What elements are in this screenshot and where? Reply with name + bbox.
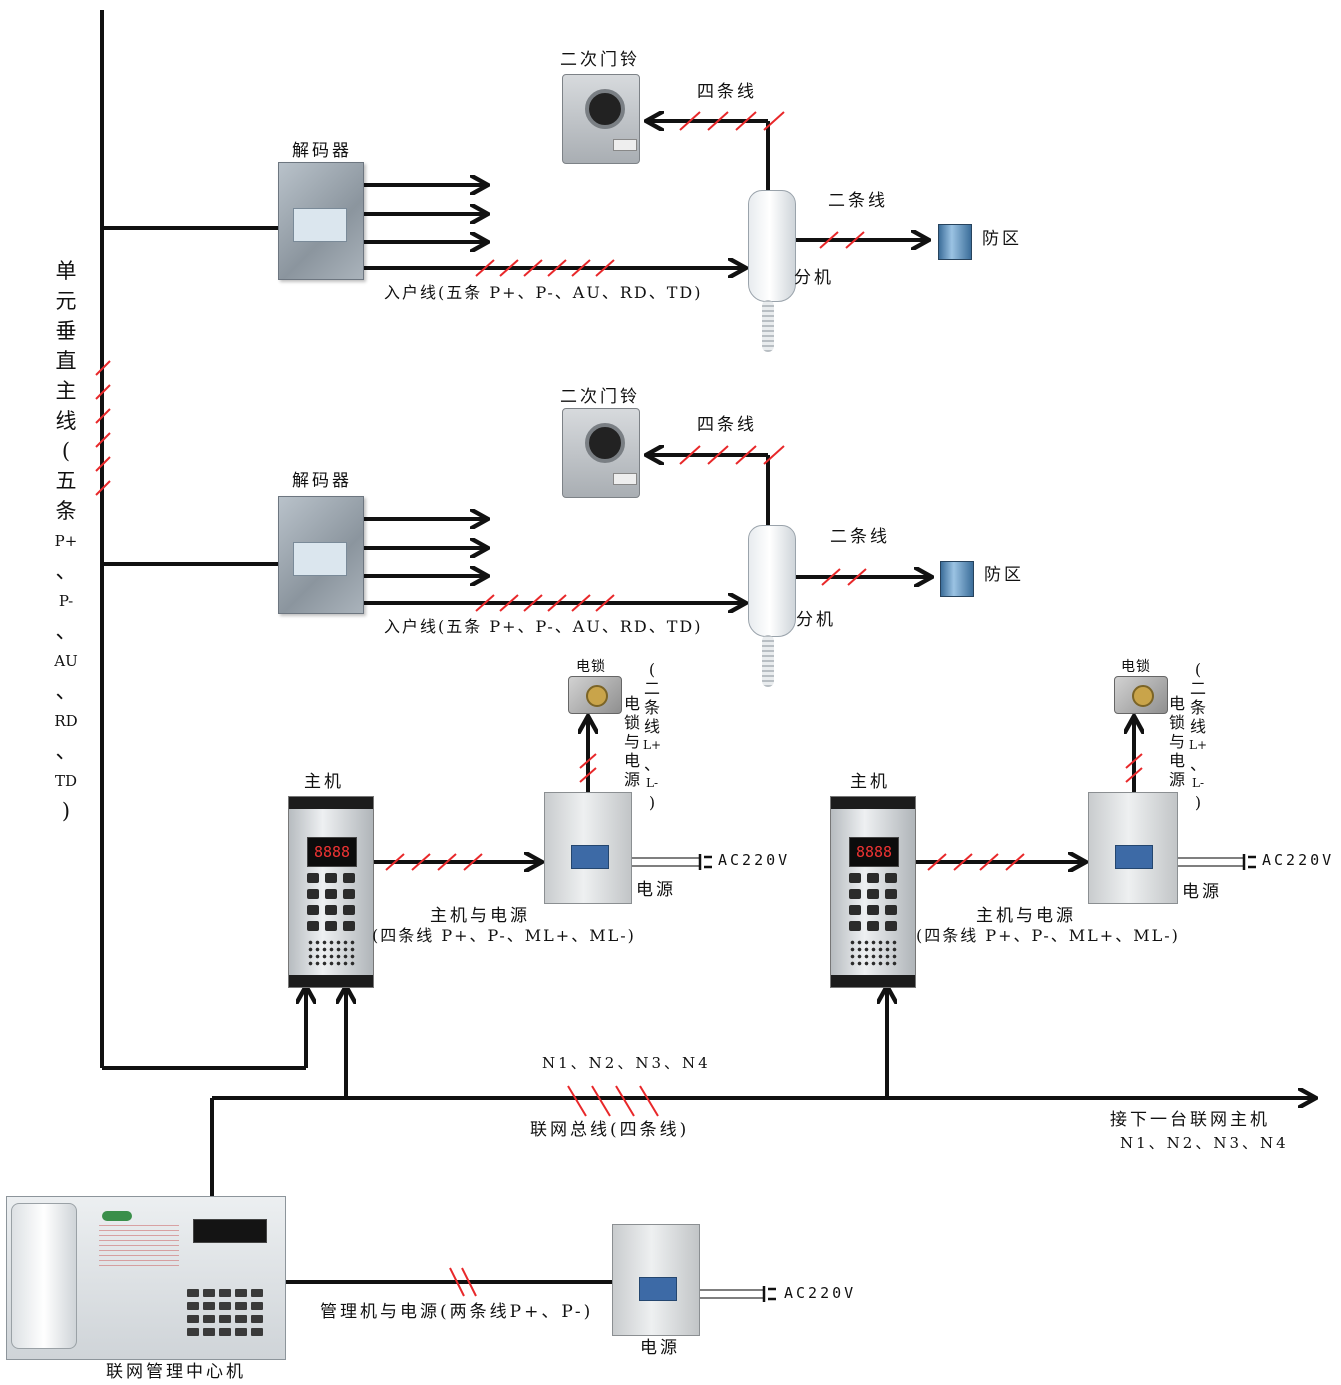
zone-sensor-2 (940, 561, 974, 597)
host-unit-1: 8888 (288, 796, 374, 988)
power-label-1: 电源 (636, 880, 676, 900)
doorbell-device-1 (562, 74, 640, 164)
lock-label-1: 电锁 (576, 659, 606, 675)
doorbell-device-2 (562, 408, 640, 498)
host-label-1: 主机 (304, 772, 344, 792)
ac220-label-2: AC220V (1262, 851, 1335, 869)
two-wire-label-1: 二条线 (828, 191, 888, 211)
zone-label-1: 防区 (982, 229, 1022, 249)
home-line-label-1: 入户线(五条 P+、P-、AU、RD、TD) (384, 283, 703, 302)
electric-lock-1 (568, 676, 622, 714)
decoder-device-1 (278, 162, 364, 280)
decoder-device-2 (278, 496, 364, 614)
management-center-device (6, 1196, 286, 1360)
lock-power-note-2b: 电锁与电源 (1168, 694, 1185, 789)
phone-cord-1 (762, 300, 774, 352)
host-display: 8888 (849, 837, 899, 867)
four-wire-label-2: 四条线 (697, 415, 757, 435)
zone-sensor-1 (938, 224, 972, 260)
electric-lock-2 (1114, 676, 1168, 714)
extension-label-2: 分机 (796, 610, 836, 630)
host-power-label-2b: (四条线 P+、P-、ML+、ML-) (916, 926, 1180, 945)
decoder-label-2: 解码器 (292, 471, 352, 491)
power-label-3: 电源 (640, 1338, 680, 1358)
next-ids-label: N1、N2、N3、N4 (1120, 1134, 1289, 1152)
lock-label-2: 电锁 (1121, 659, 1151, 675)
zone-label-2: 防区 (984, 565, 1024, 585)
power-supply-2 (1088, 792, 1178, 904)
host-unit-2: 8888 (830, 796, 916, 988)
four-wire-label-1: 四条线 (697, 82, 757, 102)
home-line-label-2: 入户线(五条 P+、P-、AU、RD、TD) (384, 617, 703, 636)
host-power-label-2a: 主机与电源 (976, 906, 1076, 926)
lock-power-note-1b: 电锁与电源 (623, 694, 640, 789)
extension-phone-2 (748, 525, 796, 637)
next-host-label: 接下一台联网主机 (1110, 1110, 1270, 1130)
ac220-label-3: AC220V (784, 1284, 857, 1302)
bus-label: 联网总线(四条线) (530, 1120, 690, 1140)
power-supply-3 (612, 1224, 700, 1336)
host-power-label-1a: 主机与电源 (430, 906, 530, 926)
two-wire-label-2: 二条线 (830, 527, 890, 547)
ac220-label-1: AC220V (718, 851, 791, 869)
power-supply-1 (544, 792, 632, 904)
phone-cord-2 (762, 635, 774, 687)
extension-label-1: 分机 (794, 268, 834, 288)
decoder-label-1: 解码器 (292, 141, 352, 161)
host-power-label-1b: (四条线 P+、P-、ML+、ML-) (372, 926, 636, 945)
doorbell-label-2: 二次门铃 (560, 387, 640, 407)
host-display: 8888 (307, 837, 357, 867)
extension-phone-1 (748, 190, 796, 302)
doorbell-label-1: 二次门铃 (560, 50, 640, 70)
host-label-2: 主机 (850, 772, 890, 792)
power-label-2: 电源 (1182, 882, 1222, 902)
mgr-power-label: 管理机与电源(两条线P+、P-) (320, 1302, 594, 1322)
bus-ids-label: N1、N2、N3、N4 (542, 1054, 711, 1072)
center-label: 联网管理中心机 (106, 1362, 246, 1382)
